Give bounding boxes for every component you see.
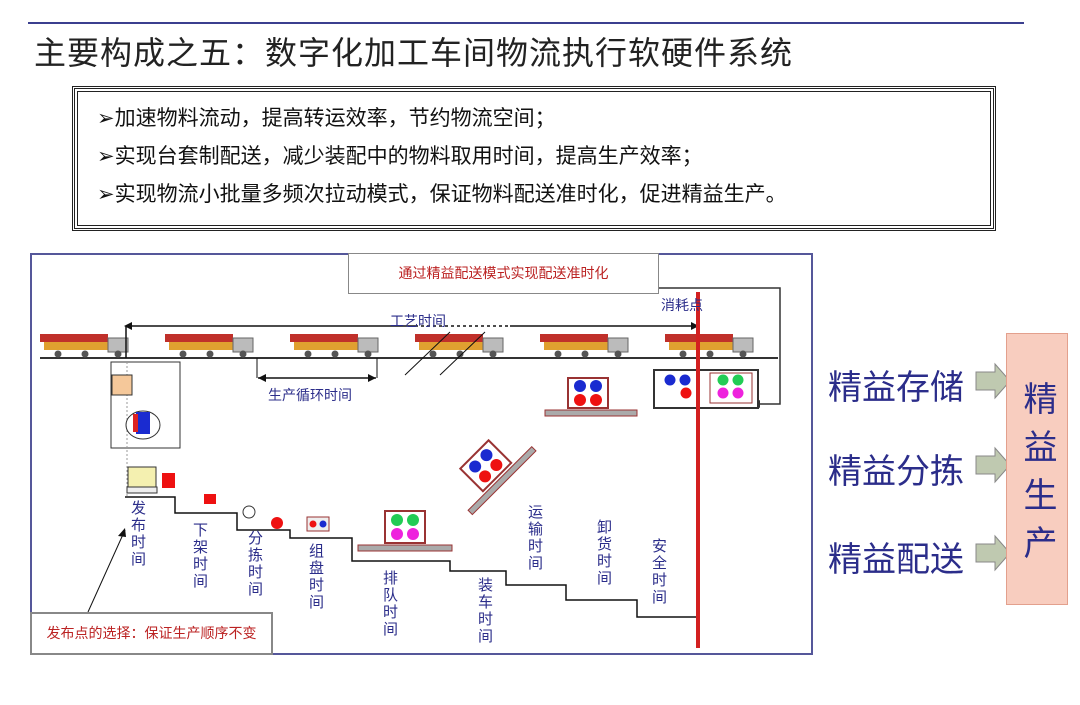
pallet-transport [458, 438, 537, 516]
lean-item: 精益分拣 [828, 452, 964, 492]
truck-icon [165, 334, 254, 358]
pallet-unloaded [544, 377, 638, 417]
consumption-shelf [653, 369, 759, 409]
step-label: 排队时间 [381, 570, 399, 638]
lean-item: 精益配送 [828, 540, 964, 580]
truck-icon [40, 334, 129, 358]
truck-icon [540, 334, 629, 358]
page-title: 主要构成之五：数字化加工车间物流执行软硬件系统 [34, 34, 794, 72]
truck-row [40, 334, 754, 358]
bullet-item: ➢加速物料流动，提高转运效率，节约物流空间； [97, 106, 556, 130]
bin-icon [136, 412, 150, 434]
step-label: 安全时间 [650, 538, 668, 606]
lean-item: 精益存储 [828, 368, 964, 408]
step-label: 分拣时间 [246, 530, 264, 598]
bullet-item: ➢实现物流小批量多频次拉动模式，保证物料配送准时化，促进精益生产。 [97, 182, 787, 206]
top-rule [28, 22, 1024, 24]
consumption-point-line [696, 292, 700, 648]
return-arrow [659, 287, 781, 405]
cycle-time-label: 生产循环时间 [268, 388, 352, 404]
truck-icon [415, 334, 504, 358]
consume-point-label: 消耗点 [661, 298, 703, 314]
step-label: 运输时间 [526, 504, 544, 572]
carton-icon [111, 374, 133, 396]
step-label: 装车时间 [476, 577, 494, 645]
time-staircase [125, 496, 697, 618]
truck-icon [665, 334, 754, 358]
top-note: 通过精益配送模式实现配送准时化 [348, 253, 659, 294]
computer-icon [127, 466, 157, 490]
step-label: 组盘时间 [307, 543, 325, 611]
step-label: 下架时间 [191, 522, 209, 590]
lean-production-box: 精益生产 [1006, 333, 1068, 605]
bullet-box: ➢加速物料流动，提高转运效率，节约物流空间； ➢实现台套制配送，减少装配中的物料… [72, 86, 996, 231]
process-time-label: 工艺时间 [390, 314, 446, 330]
arrow-icons [975, 362, 1011, 572]
step-label: 卸货时间 [595, 519, 613, 587]
bullet-item: ➢实现台套制配送，减少装配中的物料取用时间，提高生产效率； [97, 144, 703, 168]
pallet-queue [357, 510, 453, 552]
truck-icon [290, 334, 379, 358]
bottom-note: 发布点的选择：保证生产顺序不变 [30, 612, 273, 655]
step-label: 发布时间 [129, 500, 147, 568]
order-icon [162, 473, 175, 488]
